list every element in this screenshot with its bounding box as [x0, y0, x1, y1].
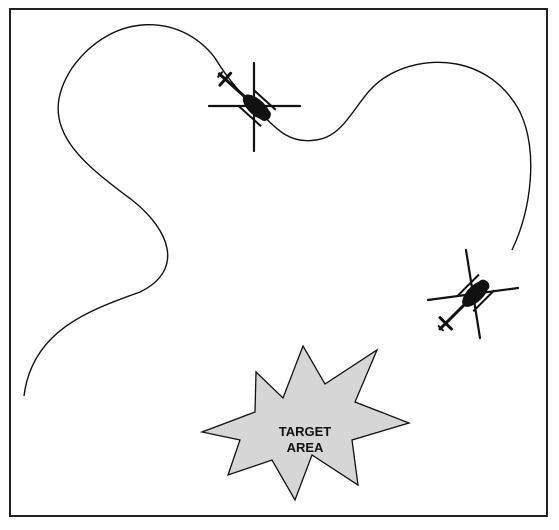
- rotor-blades-icon: [207, 61, 302, 153]
- flight-path: [23, 24, 532, 397]
- target-area-shape: [199, 344, 412, 502]
- target-area-label-line1: TARGET: [279, 424, 332, 439]
- target-area-label-line2: AREA: [287, 440, 324, 455]
- rotor-blades-icon: [426, 248, 520, 340]
